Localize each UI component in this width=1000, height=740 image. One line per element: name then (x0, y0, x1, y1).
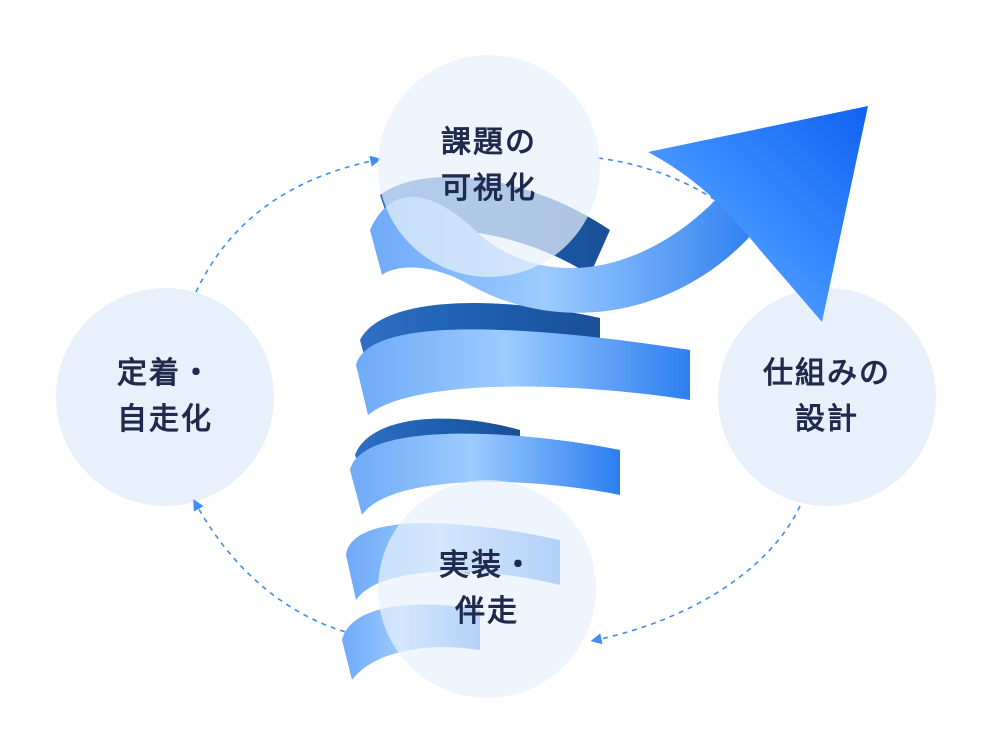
stage-circle-design: 仕組みの 設計 (718, 288, 936, 506)
stage-label-implement: 実装・ 伴走 (439, 543, 535, 635)
stage-circle-implement: 実装・ 伴走 (378, 480, 596, 698)
stage-label-establish: 定着・ 自走化 (117, 351, 213, 443)
stage-label-implement-line-2: 伴走 (455, 594, 519, 629)
stage-label-design: 仕組みの 設計 (763, 351, 891, 443)
stage-label-visualize-line-2: 可視化 (441, 171, 537, 206)
connector-visualize-to-design (597, 157, 803, 293)
stage-label-establish-line-1: 定着・ (117, 356, 213, 391)
connector-establish-to-visualize (195, 155, 382, 293)
growth-arrow-head (648, 106, 868, 322)
stage-label-visualize: 課題の 可視化 (441, 120, 537, 212)
stage-label-design-line-2: 設計 (795, 402, 859, 437)
stage-label-implement-line-1: 実装・ (439, 548, 535, 583)
stage-label-establish-line-2: 自走化 (117, 402, 213, 437)
stage-label-visualize-line-1: 課題の (441, 125, 537, 160)
stage-label-design-line-1: 仕組みの (763, 356, 891, 391)
stage-circle-visualize: 課題の 可視化 (378, 55, 600, 277)
connector-design-to-implement (590, 505, 801, 645)
stage-circle-establish: 定着・ 自走化 (56, 288, 274, 506)
